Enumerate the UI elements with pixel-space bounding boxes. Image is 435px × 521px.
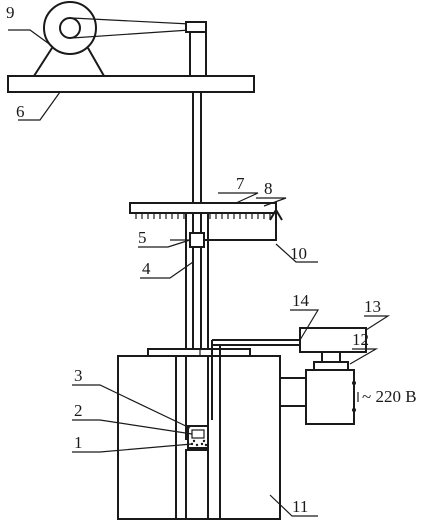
label-13: 13	[364, 297, 381, 316]
label-14: 14	[292, 291, 310, 310]
mains-terminal-2	[352, 408, 356, 412]
label-11: 11	[292, 497, 308, 516]
shaft-housing	[189, 31, 207, 77]
tank-lid	[147, 348, 251, 357]
scale-bar	[129, 202, 277, 214]
pulley-inner	[59, 17, 81, 39]
temperature-controller	[299, 327, 367, 353]
label-4: 4	[142, 259, 151, 278]
heater-link	[279, 377, 307, 407]
label-8: 8	[264, 179, 273, 198]
mains-voltage-label: ~ 220 B	[362, 387, 417, 406]
label-10: 10	[290, 244, 307, 263]
power-unit	[305, 369, 355, 425]
crucible	[187, 425, 209, 449]
motor-pulley	[33, 1, 191, 77]
shaft-clamp	[189, 232, 205, 248]
thermocouple	[211, 339, 300, 420]
power-unit-cap	[313, 361, 349, 371]
label-6: 6	[16, 102, 25, 121]
scale-ticks	[135, 213, 271, 219]
holder-column	[185, 449, 209, 520]
drive-belt	[71, 17, 191, 39]
pointer-arrow	[269, 208, 283, 221]
leader-lines	[8, 29, 391, 517]
pointer-arm	[204, 212, 277, 241]
shaft-tube	[185, 210, 209, 440]
label-5: 5	[138, 228, 147, 247]
motor-stand	[33, 47, 105, 77]
label-2: 2	[74, 401, 83, 420]
label-9: 9	[6, 3, 15, 22]
top-plate	[7, 75, 255, 93]
label-7: 7	[236, 174, 245, 193]
controller-connector	[321, 352, 341, 362]
label-3: 3	[74, 366, 83, 385]
pulley-outer	[43, 1, 97, 55]
mains-terminal-1	[352, 381, 356, 385]
vertical-shaft	[192, 92, 202, 350]
shaft-pulley	[185, 21, 207, 33]
label-1: 1	[74, 433, 83, 452]
label-12: 12	[352, 330, 369, 349]
